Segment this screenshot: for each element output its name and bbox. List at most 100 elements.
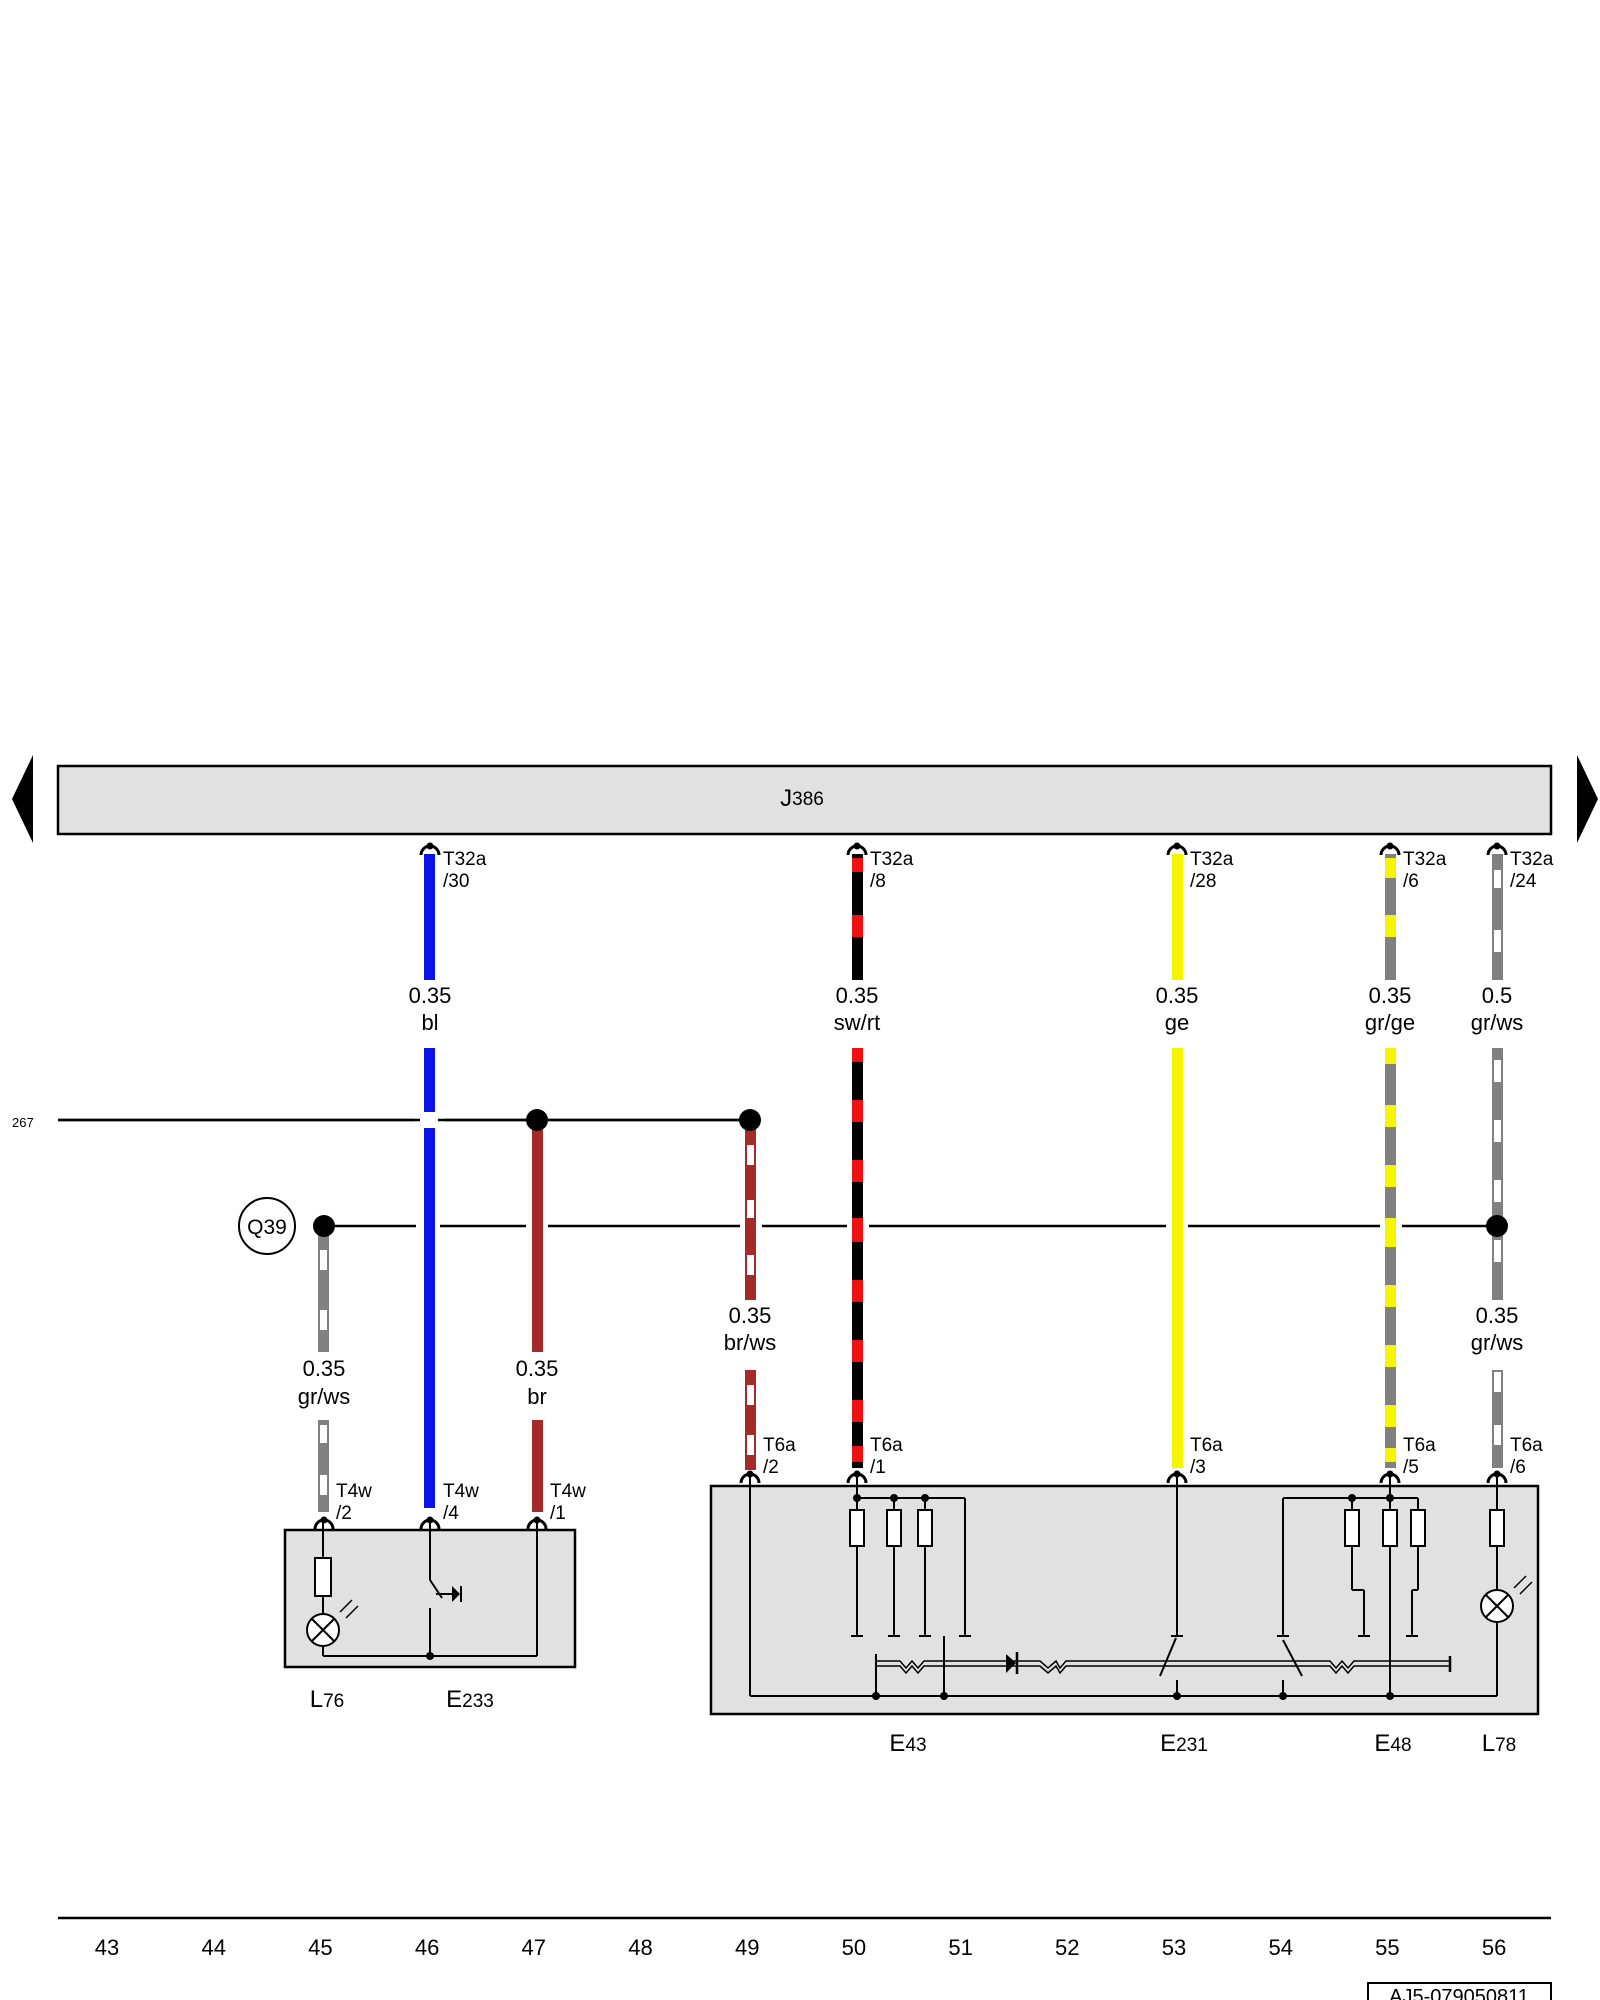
svg-text:/4: /4 [443, 1503, 459, 1524]
component-label: L78 [1482, 1730, 1517, 1757]
wire-ge-upper [1172, 854, 1183, 980]
svg-text:/2: /2 [336, 1503, 352, 1524]
svg-text:/6: /6 [1403, 871, 1419, 892]
line-reference-267: 267 [12, 1115, 34, 1130]
connector-t6a-5: T6a/5 [1379, 1435, 1436, 1485]
svg-text:T4w: T4w [443, 1481, 479, 1502]
grid-number: 55 [1375, 1935, 1399, 1960]
wire-color-label: sw/rt [834, 1010, 880, 1035]
component-label: E43 [889, 1730, 926, 1757]
wire-bl-upper [424, 854, 435, 980]
connector-t4w-2: T4w/2 [313, 1481, 372, 1531]
svg-text:/28: /28 [1190, 871, 1216, 892]
wire-grws-upper [1492, 854, 1503, 980]
svg-text:T6a: T6a [1190, 1435, 1223, 1456]
svg-text:T6a: T6a [1510, 1435, 1543, 1456]
grid-number: 49 [735, 1935, 759, 1960]
svg-text:T4w: T4w [336, 1481, 372, 1502]
wire-size-label: 0.35 [303, 1356, 346, 1381]
wire-grge-lower [1385, 1048, 1396, 1468]
svg-text:T32a: T32a [443, 849, 487, 870]
lamp-icon [1480, 1575, 1533, 1623]
connector-t32a-6: T32a/6 [1379, 841, 1447, 892]
svg-text:/3: /3 [1190, 1457, 1206, 1478]
wire-color-label: ge [1165, 1010, 1189, 1035]
grid-number: 44 [201, 1935, 225, 1960]
wire-color-label: gr/ws [298, 1384, 351, 1409]
wire-color-label: br [527, 1384, 547, 1409]
connector-t4w-4: T4w/4 [419, 1481, 479, 1531]
wire-size-label: 0.5 [1482, 983, 1513, 1008]
previous-page-arrow-icon[interactable] [12, 755, 33, 843]
svg-text:T6a: T6a [870, 1435, 903, 1456]
ground-reference-circle [238, 1197, 296, 1255]
grid-number: 46 [415, 1935, 439, 1960]
grid-number: 48 [628, 1935, 652, 1960]
wire-grws-q39-upper [318, 1228, 329, 1352]
svg-text:T32a: T32a [870, 849, 914, 870]
mirror-switch-module [709, 1484, 1540, 1716]
pushbutton-switch-icon [436, 1586, 462, 1602]
grid-number: 53 [1162, 1935, 1186, 1960]
wire-brws-lower [745, 1370, 756, 1470]
ground-reference-label: Q39 [247, 1216, 287, 1239]
connector-t32a-28: T32a/28 [1166, 841, 1234, 892]
document-id: AJ5-079050811 [1389, 1986, 1529, 2000]
connector-t6a-6: T6a/6 [1486, 1435, 1543, 1485]
wire-size-label: 0.35 [409, 983, 452, 1008]
component-label: E48 [1374, 1730, 1411, 1757]
splice-q39 [313, 1215, 335, 1237]
svg-text:T6a: T6a [1403, 1435, 1436, 1456]
grid-number: 52 [1055, 1935, 1079, 1960]
svg-text:/30: /30 [443, 871, 469, 892]
grid-number: 43 [95, 1935, 119, 1960]
svg-text:T4w: T4w [550, 1481, 586, 1502]
wire-size-label: 0.35 [729, 1303, 772, 1328]
lamp-icon [306, 1599, 359, 1647]
svg-text:T32a: T32a [1190, 849, 1234, 870]
wire-color-label: gr/ws [1471, 1330, 1524, 1355]
wire-br-lower [532, 1420, 543, 1512]
wire-color-label: bl [421, 1010, 438, 1035]
wire-swrt-lower [852, 1048, 863, 1468]
svg-text:/6: /6 [1510, 1457, 1526, 1478]
splice-l78 [1486, 1215, 1508, 1237]
component-label: L76 [310, 1686, 345, 1713]
svg-text:/8: /8 [870, 871, 886, 892]
svg-text:T32a: T32a [1403, 849, 1447, 870]
wire-br-upper [532, 1120, 543, 1352]
diode-icon [1006, 1652, 1019, 1674]
wire-size-label: 0.35 [836, 983, 879, 1008]
connector-t6a-2: T6a/2 [739, 1435, 796, 1485]
wire-grws-q39-lower [318, 1420, 329, 1512]
control-unit-label: J386 [780, 785, 824, 812]
connector-t6a-3: T6a/3 [1166, 1435, 1223, 1485]
connector-t32a-8: T32a/8 [846, 841, 914, 892]
wire-size-label: 0.35 [516, 1356, 559, 1381]
wire-grws-lower [1492, 1048, 1503, 1300]
svg-text:/24: /24 [1510, 871, 1537, 892]
svg-text:T32a: T32a [1510, 849, 1554, 870]
wire-grws-l78 [1492, 1370, 1503, 1468]
document-id-box [1367, 1982, 1552, 2000]
grid-number: 45 [308, 1935, 332, 1960]
grid-number: 56 [1482, 1935, 1506, 1960]
wire-size-label: 0.35 [1369, 983, 1412, 1008]
svg-text:/1: /1 [870, 1457, 886, 1478]
control-unit-box [56, 764, 1553, 836]
grid-number: 54 [1268, 1935, 1292, 1960]
grid-number: 47 [522, 1935, 546, 1960]
wire-bl-lower [424, 1048, 435, 1508]
wire-color-label: br/ws [724, 1330, 777, 1355]
connector-t6a-1: T6a/1 [846, 1435, 903, 1485]
connector-t32a-24: T32a/24 [1486, 841, 1554, 892]
connector-t4w-1: T4w/1 [526, 1481, 586, 1531]
splice-br [526, 1109, 548, 1131]
next-page-arrow-icon[interactable] [1577, 755, 1598, 843]
svg-text:/2: /2 [763, 1457, 779, 1478]
svg-text:/5: /5 [1403, 1457, 1419, 1478]
wire-color-label: gr/ge [1365, 1010, 1415, 1035]
grid-number: 51 [948, 1935, 972, 1960]
